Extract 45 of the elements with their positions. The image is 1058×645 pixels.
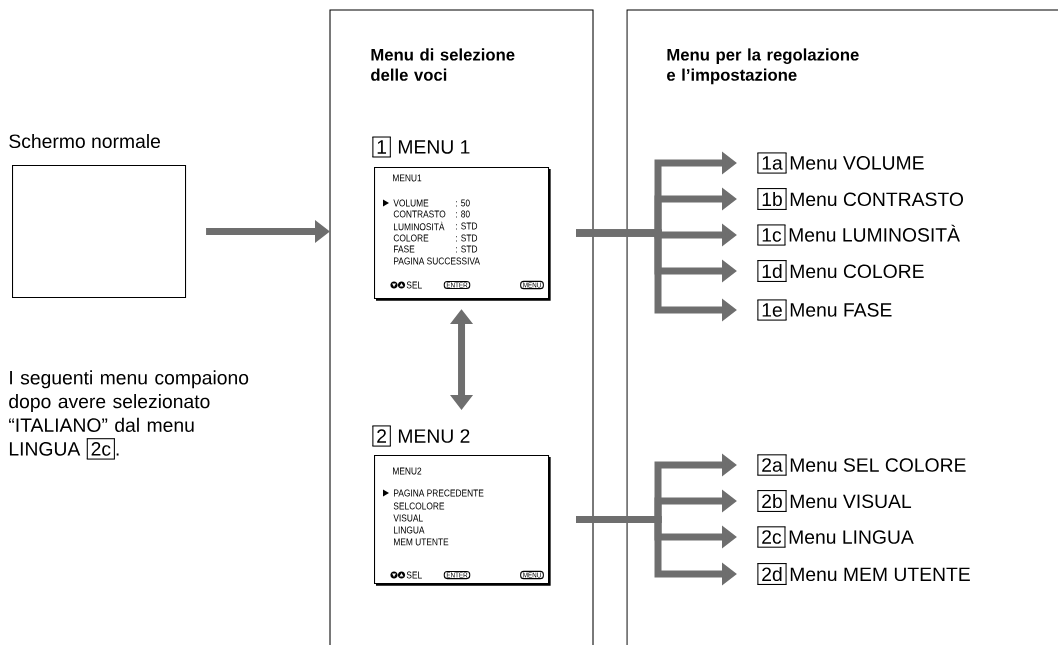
menu-title: Menu COLORE [790, 264, 924, 279]
reference-box: 1e [756, 299, 788, 321]
screen-title: MENU2 [393, 467, 422, 475]
key-label: SEL [406, 281, 422, 289]
item-value: : STD [456, 245, 478, 253]
menu-item: LINGUA [394, 526, 425, 534]
menu-item: PAGINA SUCCESSIVA [394, 257, 480, 265]
reference-box: 2b [756, 490, 788, 512]
reference-box: 1b [756, 188, 788, 210]
menu-item: VOLUME [393, 199, 429, 207]
screen: Schermo normale [9, 133, 187, 299]
menu-heading: MENU 1 [398, 140, 470, 154]
menu-title: Menu SEL COLORE [790, 458, 966, 472]
reference-box: 2c [756, 526, 787, 548]
note-text: I seguenti menu compaiono dopo avere selezionato “ITALIANO” dal menu LINGUA 2c . [9, 370, 249, 460]
menu-item: MEM UTENTE [394, 538, 449, 546]
menu-item: LUMINOSITÀ [394, 221, 445, 231]
menu-item: CONTRASTO [393, 210, 446, 218]
key-label: SEL [406, 571, 422, 579]
item-value: : 80 [456, 210, 470, 218]
reference-box: 2a [756, 454, 788, 476]
item-value: : STD [456, 234, 478, 242]
menu-title: Menu VISUAL [790, 494, 912, 509]
screen-title: MENU1 [393, 174, 422, 182]
menu-title: Menu LUMINOSITÀ [789, 224, 960, 242]
menu-item: FASE [394, 245, 415, 253]
menu-heading: MENU 2 [398, 429, 470, 443]
item-value: : STD [456, 222, 478, 230]
item-value: : 50 [456, 199, 470, 207]
menu-item: VISUAL [393, 514, 423, 522]
reference-box: 2d [756, 563, 788, 585]
menu-title: Menu MEM UTENTE [790, 567, 970, 582]
number-box: 1 [371, 136, 392, 158]
menu-title: Menu CONTRASTO [790, 192, 964, 207]
menu-title: Menu LINGUA [789, 530, 914, 544]
reference-box: 1a [756, 152, 788, 174]
number-box: 2 [371, 425, 392, 447]
menu-item: SELCOLORE [393, 502, 445, 510]
node-label: Schermo normale [9, 133, 161, 149]
menu-item: PAGINA PRECEDENTE [394, 489, 484, 497]
reference-box: 1d [756, 260, 788, 282]
menu-item: COLORE [393, 234, 429, 242]
menu-title: Menu VOLUME [790, 156, 924, 170]
reference-box: 1c [756, 224, 787, 246]
menu-title: Menu FASE [790, 303, 892, 317]
